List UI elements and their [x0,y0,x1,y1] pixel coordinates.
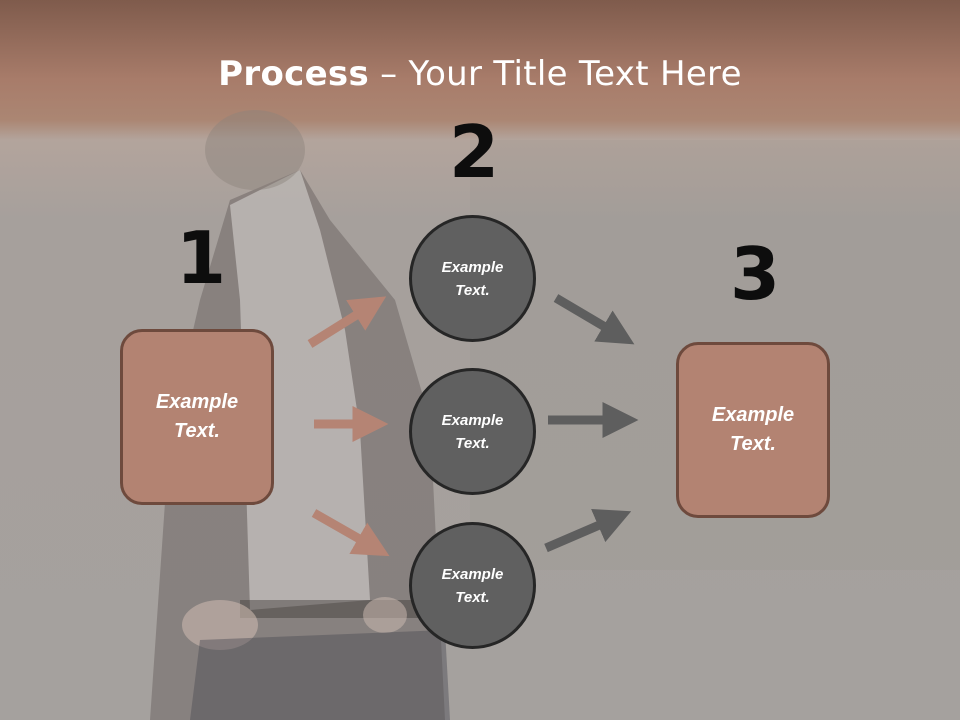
step-number-1: 1 [176,216,227,300]
step1-box-line1: Example [155,391,239,413]
circle1-line2: Text. [455,281,490,299]
circle3-line1: Example [441,565,504,583]
step3-box-line2: Text. [730,433,776,455]
arrow-circle1-to-box3 [553,294,635,345]
step2-circle-2: Example Text. [409,368,536,495]
step2-circle-3: Example Text. [409,522,536,649]
circle1-line1: Example [441,258,504,276]
step3-box-line1: Example [711,404,795,426]
title-bold: Process [218,54,370,94]
circle3-line2: Text. [455,588,490,606]
step1-box: Example Text. [120,329,274,505]
arrow-box1-to-circle1 [307,296,387,348]
slide-title: Process – Your Title Text Here [0,52,960,96]
step1-box-line2: Text. [174,420,220,442]
step3-box: Example Text. [676,342,830,518]
circle2-line1: Example [441,411,504,429]
step-number-3: 3 [730,232,781,316]
step2-circle-1: Example Text. [409,215,536,342]
arrow-box1-to-circle3 [311,509,390,557]
title-rest: – Your Title Text Here [369,54,742,94]
step-number-2: 2 [449,110,500,194]
arrow-circle3-to-box3 [544,509,632,553]
circle2-line2: Text. [455,434,490,452]
